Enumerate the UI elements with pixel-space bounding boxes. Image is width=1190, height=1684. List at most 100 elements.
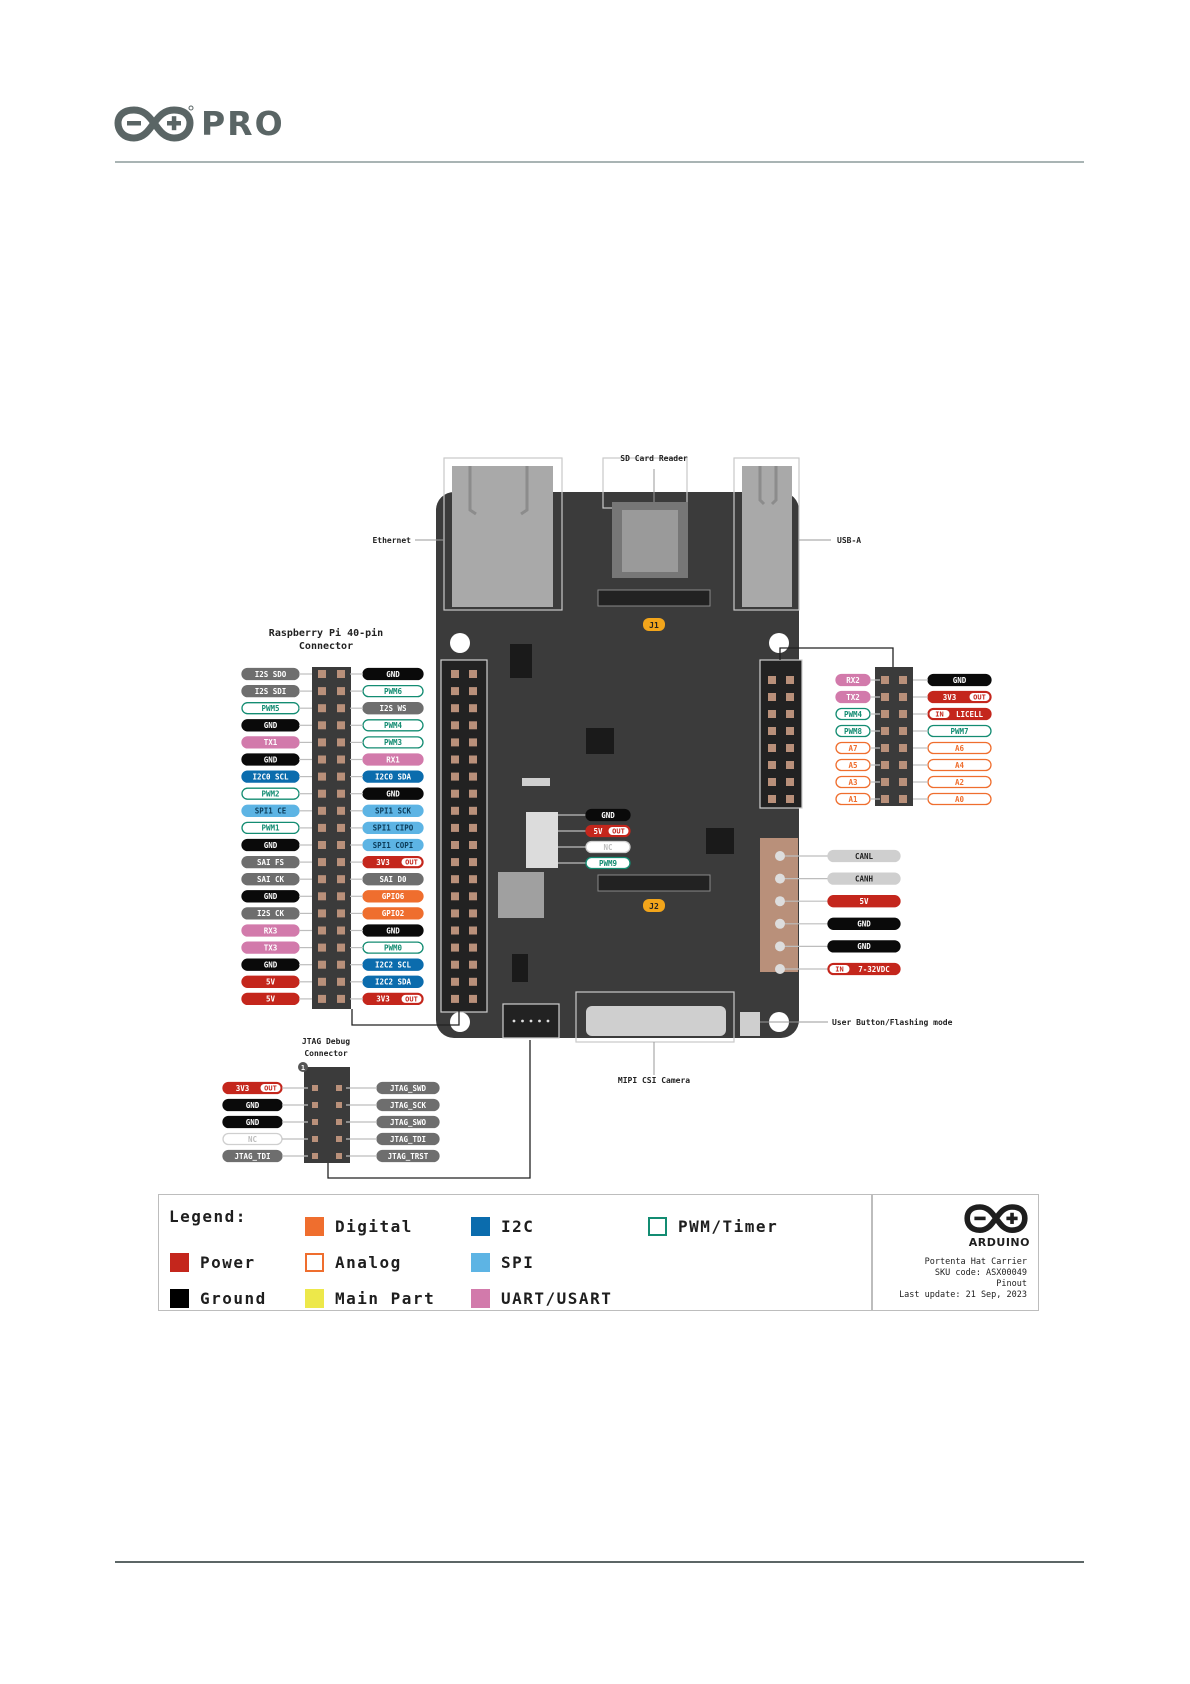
pin-label: A1: [848, 795, 858, 804]
usb-a-port: [742, 466, 792, 607]
rpi-right-pin-spi1-sck: SPI1 SCK: [362, 804, 424, 817]
pin-pad: [469, 670, 477, 678]
pin-pad: [469, 841, 477, 849]
can-pin-gnd: GND: [827, 917, 901, 930]
pin-pad: [451, 772, 459, 781]
pin-pad: [336, 1119, 342, 1125]
pin-tag-badge: [260, 1084, 281, 1092]
jtag-title-line2: Connector: [304, 1049, 348, 1058]
legend-label-digital: Digital: [335, 1216, 413, 1236]
pin-label: A5: [848, 761, 857, 770]
pin-label: 3V3: [943, 693, 957, 702]
rpi-right-pin-sai-d0: SAI D0: [362, 873, 424, 886]
pin-label: 3V3: [236, 1084, 250, 1093]
can-pin-gnd: GND: [827, 940, 901, 953]
sd-card-reader-label: SD Card Reader: [620, 454, 688, 463]
legend-title: Legend:: [169, 1207, 247, 1226]
legend-item-ground: Ground: [170, 1288, 267, 1308]
jtag-left-pin-nc: NC: [222, 1132, 283, 1146]
legend-item-analog: Analog: [305, 1252, 402, 1272]
rpi-right-pin-pwm4: PWM4: [362, 719, 424, 732]
rpi-left-pin-gnd: GND: [241, 890, 300, 903]
rpi-left-pin-i2s-sdo: I2S SDO: [241, 667, 300, 681]
pin-pad: [469, 823, 477, 832]
can-pin-canl: CANL: [827, 849, 901, 863]
pin-label: JTAG_TDI: [234, 1152, 270, 1161]
analog-left-pin-pwm4: PWM4: [835, 707, 871, 721]
pin-label: 5V: [859, 897, 869, 906]
pin-label: GND: [264, 841, 278, 850]
pin-label: PWM9: [599, 859, 618, 868]
pin-label: JTAG_TRST: [388, 1152, 429, 1161]
pin-label: PWM7: [950, 727, 968, 736]
pin-pad: [318, 772, 326, 781]
can-pin-5v: 5V: [827, 895, 901, 908]
rpi-title-line2: Connector: [299, 641, 353, 652]
rpi-right-pin-pwm6: PWM6: [362, 684, 424, 698]
legend-box: [158, 1194, 1039, 1311]
terminal-screw: [775, 873, 785, 884]
pin-pad: [337, 977, 345, 986]
jtag-right-pin-jtag-swo: JTAG_SWO: [376, 1115, 440, 1129]
terminal-screw: [775, 941, 785, 952]
pin-label: GND: [386, 790, 400, 799]
pin-pad: [768, 795, 776, 803]
pin-pad: [451, 721, 459, 730]
pin-pad: [451, 943, 459, 952]
rpi-left-pin-rx3: RX3: [241, 924, 300, 937]
pin-label: 3V3: [376, 995, 390, 1004]
pin-label: TX1: [264, 738, 278, 747]
pin-pad: [336, 1153, 342, 1159]
rpi-right-pin-i2c0-sda: I2C0 SDA: [362, 770, 424, 783]
legend-item-uart: UART/USART: [471, 1288, 612, 1308]
mipi-connector: [586, 1006, 726, 1036]
pin-pad: [318, 892, 326, 901]
legend-label-uart: UART/USART: [501, 1288, 613, 1308]
pin-pad: [336, 1102, 342, 1108]
pin-pad: [337, 858, 345, 867]
rpi-right-pin-gnd: GND: [362, 924, 424, 937]
pin-tag-text: OUT: [264, 1085, 277, 1093]
jtag-left-pin-gnd: GND: [222, 1098, 283, 1112]
pin-label: SPI1 CE: [255, 807, 287, 816]
pin-pad: [337, 994, 345, 1003]
terminal-screw: [775, 896, 785, 907]
pin-label: GND: [386, 670, 400, 679]
jtag-left-pin-3v3: OUT 3V3: [222, 1081, 283, 1095]
pin-pad: [768, 778, 776, 786]
jtag-title-line1: JTAG Debug: [302, 1037, 350, 1046]
pin-pad: [899, 778, 907, 786]
pin-label: GND: [264, 892, 278, 901]
pin-pad: [899, 761, 907, 769]
pin-pad: [337, 704, 345, 713]
pin-label: RX2: [846, 676, 860, 685]
pin-pad: [318, 875, 326, 884]
pin-tag-text: IN: [835, 966, 843, 974]
pin-pad: [786, 778, 794, 786]
pin-tag-text: IN: [935, 711, 943, 719]
rpi-left-pin-gnd: GND: [241, 753, 300, 766]
j2-badge: [643, 899, 665, 912]
pin-pad: [318, 926, 326, 935]
pin-pad: [318, 704, 326, 713]
pin-pad: [469, 858, 477, 867]
pin-pad: [768, 727, 776, 735]
pin-pad: [336, 1085, 342, 1091]
analog-right-pin-gnd: GND: [927, 673, 992, 687]
ethernet-label: Ethernet: [372, 536, 411, 545]
analog-left-pin-a3: A3: [835, 775, 871, 789]
pin-label: GND: [953, 676, 967, 685]
legend-item-spi: SPI: [471, 1252, 534, 1272]
pin-label: 5V: [266, 978, 276, 987]
legend-label-pwm: PWM/Timer: [678, 1216, 779, 1236]
pin-pad: [337, 670, 345, 678]
pin-label: GND: [857, 920, 871, 929]
pin-pad: [318, 738, 326, 747]
brand-updated: Last update: 21 Sep, 2023: [899, 1290, 1027, 1300]
pin-label: 5V: [266, 995, 276, 1004]
j1-label: J1: [649, 621, 659, 630]
rpi-left-pin-5v: 5V: [241, 992, 300, 1006]
legend-item-i2c: I2C: [471, 1216, 534, 1236]
pin-label: LICELL: [956, 710, 984, 719]
